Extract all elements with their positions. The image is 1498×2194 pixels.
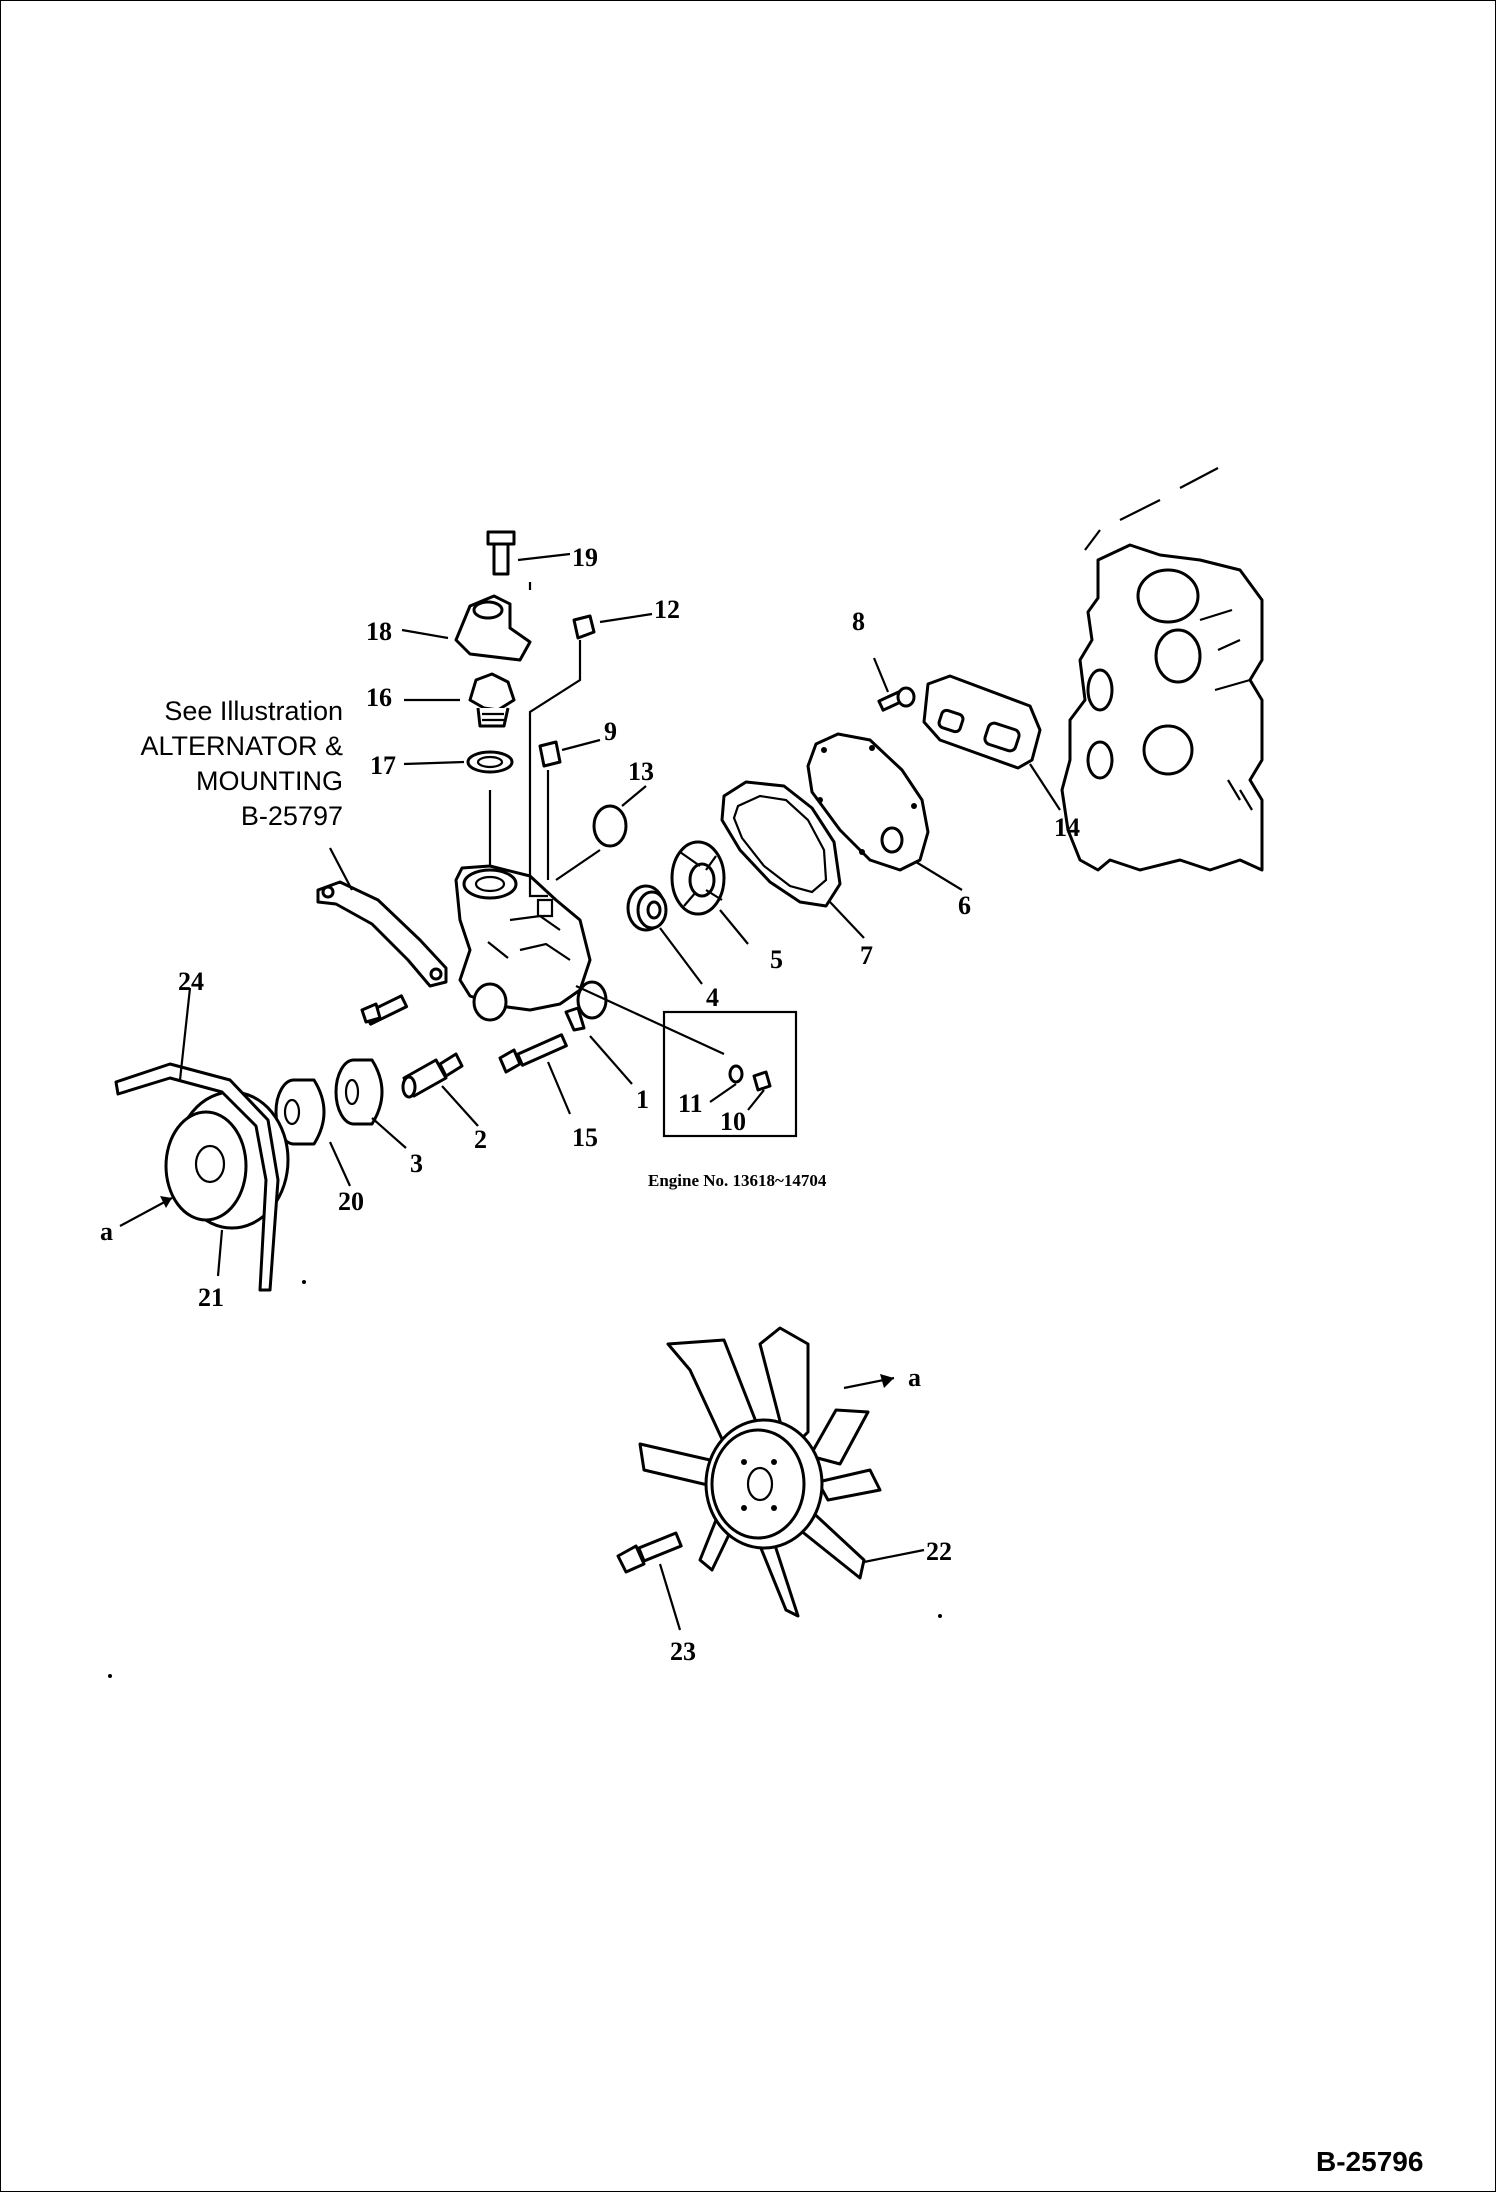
callout-21: 21: [198, 1283, 224, 1312]
callout-15: 15: [572, 1123, 598, 1152]
part-14-gasket: [922, 674, 1042, 770]
callout-3: 3: [410, 1149, 423, 1178]
callout-13: 13: [628, 757, 654, 786]
leader-lines: [119, 552, 1061, 1631]
part-20-pulley-hub: [274, 1078, 326, 1146]
reference-line-4: B-25797: [240, 801, 343, 831]
callout-17: 17: [370, 751, 396, 780]
part-19-bolt: [486, 530, 516, 576]
view-marker-a-fan: a: [908, 1363, 921, 1392]
part-15-bolt: [498, 1033, 568, 1074]
callout-9: 9: [604, 717, 617, 746]
inset-box-engine-range: [662, 1010, 798, 1138]
callout-6: 6: [958, 891, 971, 920]
callout-14: 14: [1054, 813, 1080, 842]
callout-18: 18: [366, 617, 392, 646]
part-8-bolt: [877, 686, 916, 712]
callout-23: 23: [670, 1637, 696, 1666]
part-3-hub: [334, 1058, 384, 1126]
callout-10: 10: [720, 1107, 746, 1136]
callout-12: 12: [654, 595, 680, 624]
view-marker-a-left: a: [100, 1217, 113, 1246]
part-18-thermostat-cover: [454, 594, 532, 662]
reference-line-3: MOUNTING: [196, 766, 343, 796]
callout-22: 22: [926, 1537, 952, 1566]
part-12-plug: [572, 614, 596, 640]
reference-line-2: ALTERNATOR &: [140, 731, 343, 761]
callout-numbers: 19 18 16 17 12 9 13 8 14 6 7 5 4 1 2 3 2…: [100, 543, 1080, 1666]
alternator-reference-note: See Illustration ALTERNATOR & MOUNTING B…: [140, 694, 343, 834]
part-23-bolt: [616, 1531, 683, 1574]
callout-4: 4: [706, 983, 719, 1012]
part-16-thermostat: [468, 672, 516, 728]
callout-24: 24: [178, 967, 204, 996]
part-5-impeller: [670, 840, 726, 916]
callout-5: 5: [770, 945, 783, 974]
callout-11: 11: [678, 1089, 703, 1118]
callout-16: 16: [366, 683, 392, 712]
engine-block: [1060, 467, 1264, 872]
part-7-gasket: [720, 780, 842, 908]
engine-number-note: Engine No. 13618~14704: [648, 1171, 827, 1190]
callout-19: 19: [572, 543, 598, 572]
callout-20: 20: [338, 1187, 364, 1216]
part-13-o-ring: [592, 804, 628, 848]
callout-8: 8: [852, 607, 865, 636]
alternator-bracket: [316, 880, 448, 1026]
callout-1: 1: [636, 1085, 649, 1114]
part-17-seal-ring: [466, 750, 514, 774]
callout-2: 2: [474, 1125, 487, 1154]
part-9-plug: [538, 740, 562, 768]
part-6-cover-plate: [806, 732, 930, 872]
part-24-v-belt: [114, 1062, 280, 1292]
part-22-fan: [638, 1326, 882, 1618]
reference-line-1: See Illustration: [164, 696, 343, 726]
part-2-shaft-bearing: [401, 1052, 464, 1099]
callout-7: 7: [860, 941, 873, 970]
document-number: B-25796: [1316, 2146, 1424, 2177]
part-4-seal: [626, 884, 668, 932]
